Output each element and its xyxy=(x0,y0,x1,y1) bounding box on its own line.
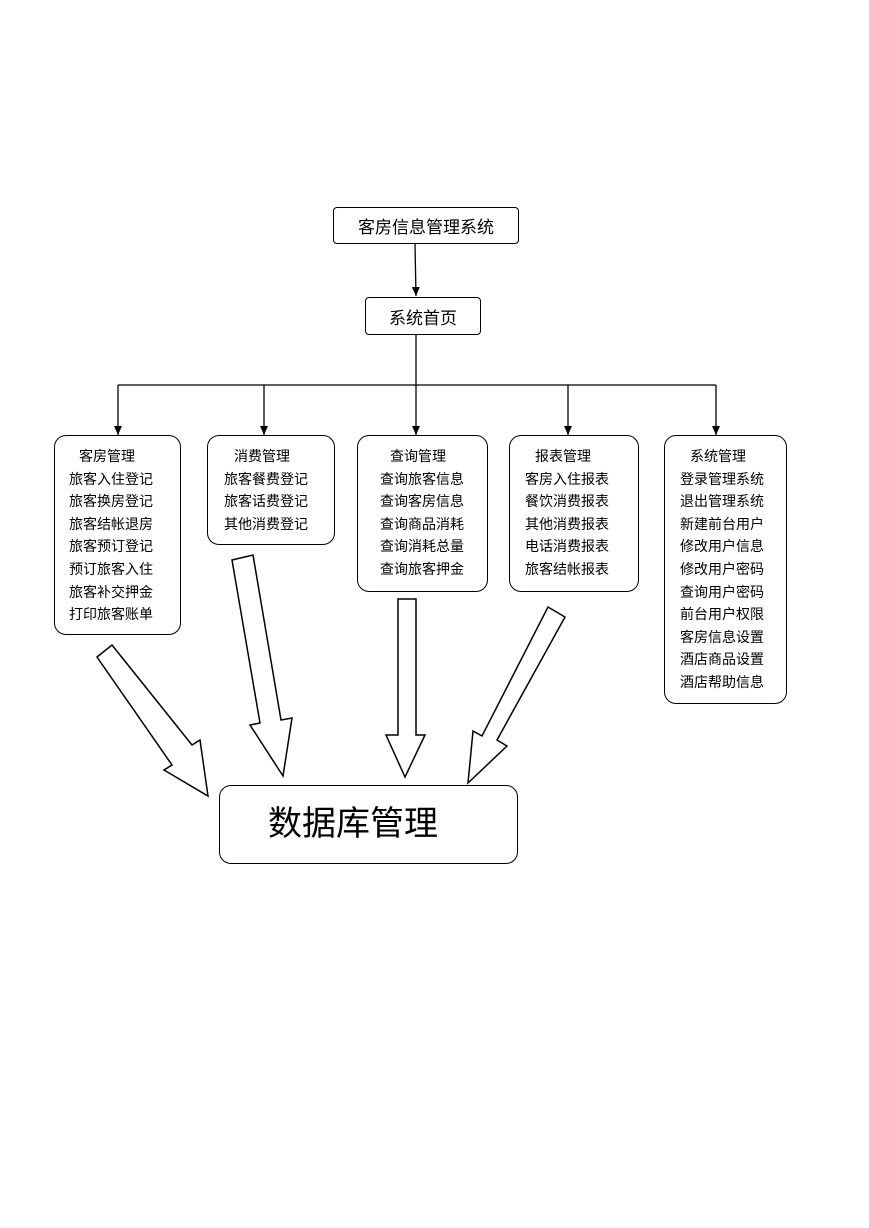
module-query-management: 查询管理 查询旅客信息 查询客房信息 查询商品消耗 查询消耗总量 查询旅客押金 xyxy=(357,435,488,592)
root-to-home-arrow xyxy=(411,242,420,297)
module-item: 旅客话费登记 xyxy=(224,494,308,511)
database-node-label: 数据库管理 xyxy=(268,804,438,844)
module-item: 旅客预订登记 xyxy=(69,539,153,556)
module-item: 查询客房信息 xyxy=(380,494,464,511)
consume-to-db-block-arrow xyxy=(231,554,293,779)
module-item: 查询消耗总量 xyxy=(380,539,464,556)
module-item: 酒店商品设置 xyxy=(680,652,764,669)
module-item: 登录管理系统 xyxy=(680,471,764,488)
module-item: 酒店帮助信息 xyxy=(680,674,764,691)
module-title: 系统管理 xyxy=(690,449,746,465)
module-item: 打印旅客账单 xyxy=(69,607,153,624)
module-item: 客房信息设置 xyxy=(680,629,764,646)
root-node: 客房信息管理系统 xyxy=(333,207,519,244)
module-item: 新建前台用户 xyxy=(680,516,764,533)
module-item: 旅客餐费登记 xyxy=(224,471,308,488)
module-title: 报表管理 xyxy=(535,449,591,465)
module-title: 查询管理 xyxy=(390,449,446,465)
module-title: 客房管理 xyxy=(79,449,135,465)
module-item: 修改用户信息 xyxy=(680,539,764,556)
module-item: 旅客补交押金 xyxy=(69,584,153,601)
module-item: 旅客换房登记 xyxy=(69,494,153,511)
module-consumption-management: 消费管理 旅客餐费登记 旅客话费登记 其他消费登记 xyxy=(207,435,335,545)
module-report-management: 报表管理 客房入住报表 餐饮消费报表 其他消费报表 电话消费报表 旅客结帐报表 xyxy=(509,435,639,592)
database-node: 数据库管理 xyxy=(219,785,518,864)
module-item: 电话消费报表 xyxy=(525,539,609,556)
module-item: 旅客入住登记 xyxy=(69,471,153,488)
module-item: 预订旅客入住 xyxy=(69,561,153,578)
module-item: 餐饮消费报表 xyxy=(525,494,609,511)
module-room-management: 客房管理 旅客入住登记 旅客换房登记 旅客结帐退房 旅客预订登记 预订旅客入住 … xyxy=(54,435,181,635)
module-item: 前台用户权限 xyxy=(680,607,764,624)
module-item: 查询旅客押金 xyxy=(380,561,464,578)
module-item: 退出管理系统 xyxy=(680,494,764,511)
module-title: 消费管理 xyxy=(234,449,290,465)
home-node: 系统首页 xyxy=(365,297,481,335)
module-item: 其他消费登记 xyxy=(224,516,308,533)
module-item: 旅客结帐退房 xyxy=(69,516,153,533)
module-system-management: 系统管理 登录管理系统 退出管理系统 新建前台用户 修改用户信息 修改用户密码 … xyxy=(664,435,787,704)
module-item: 查询用户密码 xyxy=(680,584,764,601)
query-to-db-block-arrow xyxy=(384,598,427,779)
home-node-label: 系统首页 xyxy=(389,308,457,329)
report-to-db-block-arrow xyxy=(467,605,567,785)
module-item: 查询商品消耗 xyxy=(380,516,464,533)
module-item: 其他消费报表 xyxy=(525,516,609,533)
root-node-label: 客房信息管理系统 xyxy=(358,218,494,238)
module-item: 查询旅客信息 xyxy=(380,471,464,488)
module-item: 客房入住报表 xyxy=(525,471,609,488)
module-item: 修改用户密码 xyxy=(680,561,764,578)
room-to-db-block-arrow xyxy=(95,643,209,798)
module-item: 旅客结帐报表 xyxy=(525,561,609,578)
